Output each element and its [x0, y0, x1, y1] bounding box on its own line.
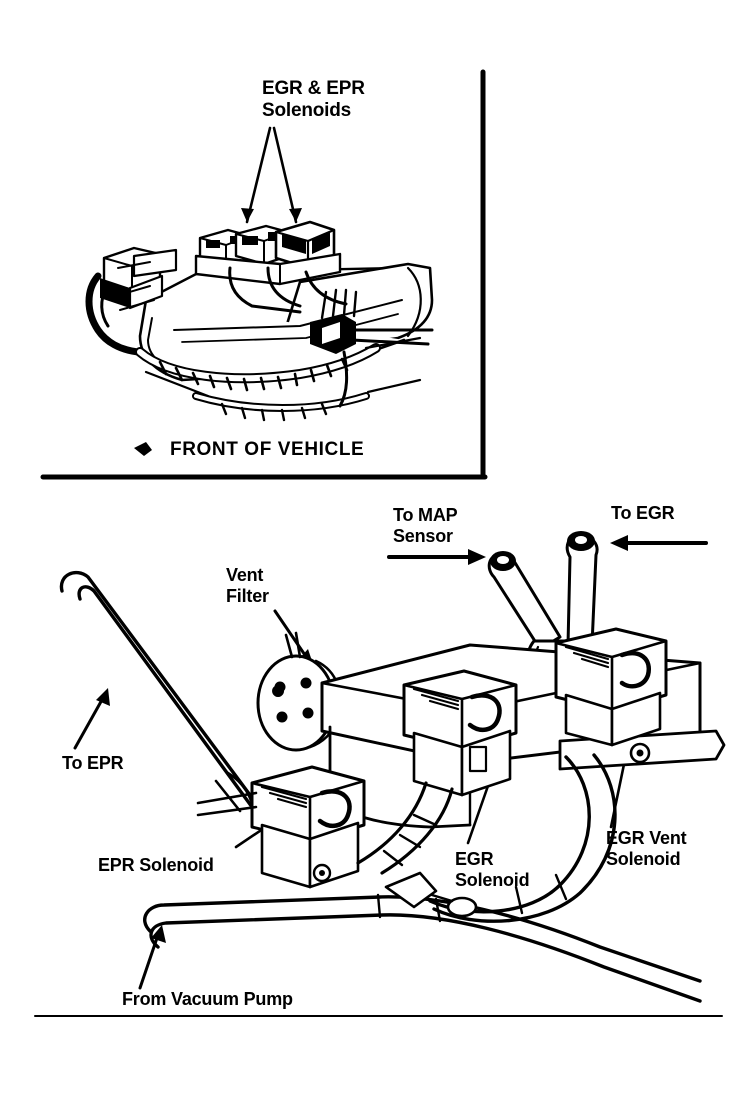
callout-egr-solenoid-line1: EGR: [455, 849, 494, 869]
callout-vent-filter-line2: Filter: [226, 586, 269, 606]
bottom-panel-artwork: [59, 531, 726, 1003]
solenoid-assembly-illustration: [59, 531, 726, 1003]
footer-rule: [34, 1015, 723, 1017]
epr-solenoid: [196, 765, 366, 889]
front-of-vehicle-marker-icon: [134, 442, 152, 456]
top-panel-title-line2: Solenoids: [262, 100, 351, 121]
front-of-vehicle-label: FRONT OF VEHICLE: [170, 439, 365, 460]
egr-solenoid: [402, 669, 518, 797]
callout-vent-filter-line1: Vent: [226, 565, 264, 585]
callout-from-vacuum-pump: From Vacuum Pump: [122, 989, 293, 1009]
vacuum-hoses: [143, 753, 702, 1003]
vent-filter-holes: [272, 677, 314, 723]
underhood-illustration: [85, 220, 434, 422]
callout-to-map-sensor-line1: To MAP: [393, 505, 458, 525]
callout-to-map-sensor-line2: Sensor: [393, 526, 453, 546]
callout-to-epr: To EPR: [62, 753, 124, 773]
top-panel-artwork: [40, 69, 488, 480]
title-leader-lines: [241, 126, 302, 224]
egr-vent-solenoid: [554, 627, 668, 747]
epr-hose: [59, 571, 256, 815]
solenoid-connector-blocks: [194, 220, 348, 314]
callout-to-egr: To EGR: [611, 503, 675, 523]
callout-egr-vent-solenoid-line2: Solenoid: [606, 849, 681, 869]
left-connector-block: [85, 246, 178, 356]
callout-egr-solenoid-line2: Solenoid: [455, 870, 530, 890]
harness-retainer-clip: [310, 288, 434, 408]
wiring-harness-loom: [135, 343, 381, 422]
top-panel-title-line1: EGR & EPR: [262, 78, 365, 99]
callout-epr-solenoid: EPR Solenoid: [98, 855, 214, 875]
vent-filter: [256, 631, 342, 752]
callout-egr-vent-solenoid-line1: EGR Vent: [606, 828, 687, 848]
